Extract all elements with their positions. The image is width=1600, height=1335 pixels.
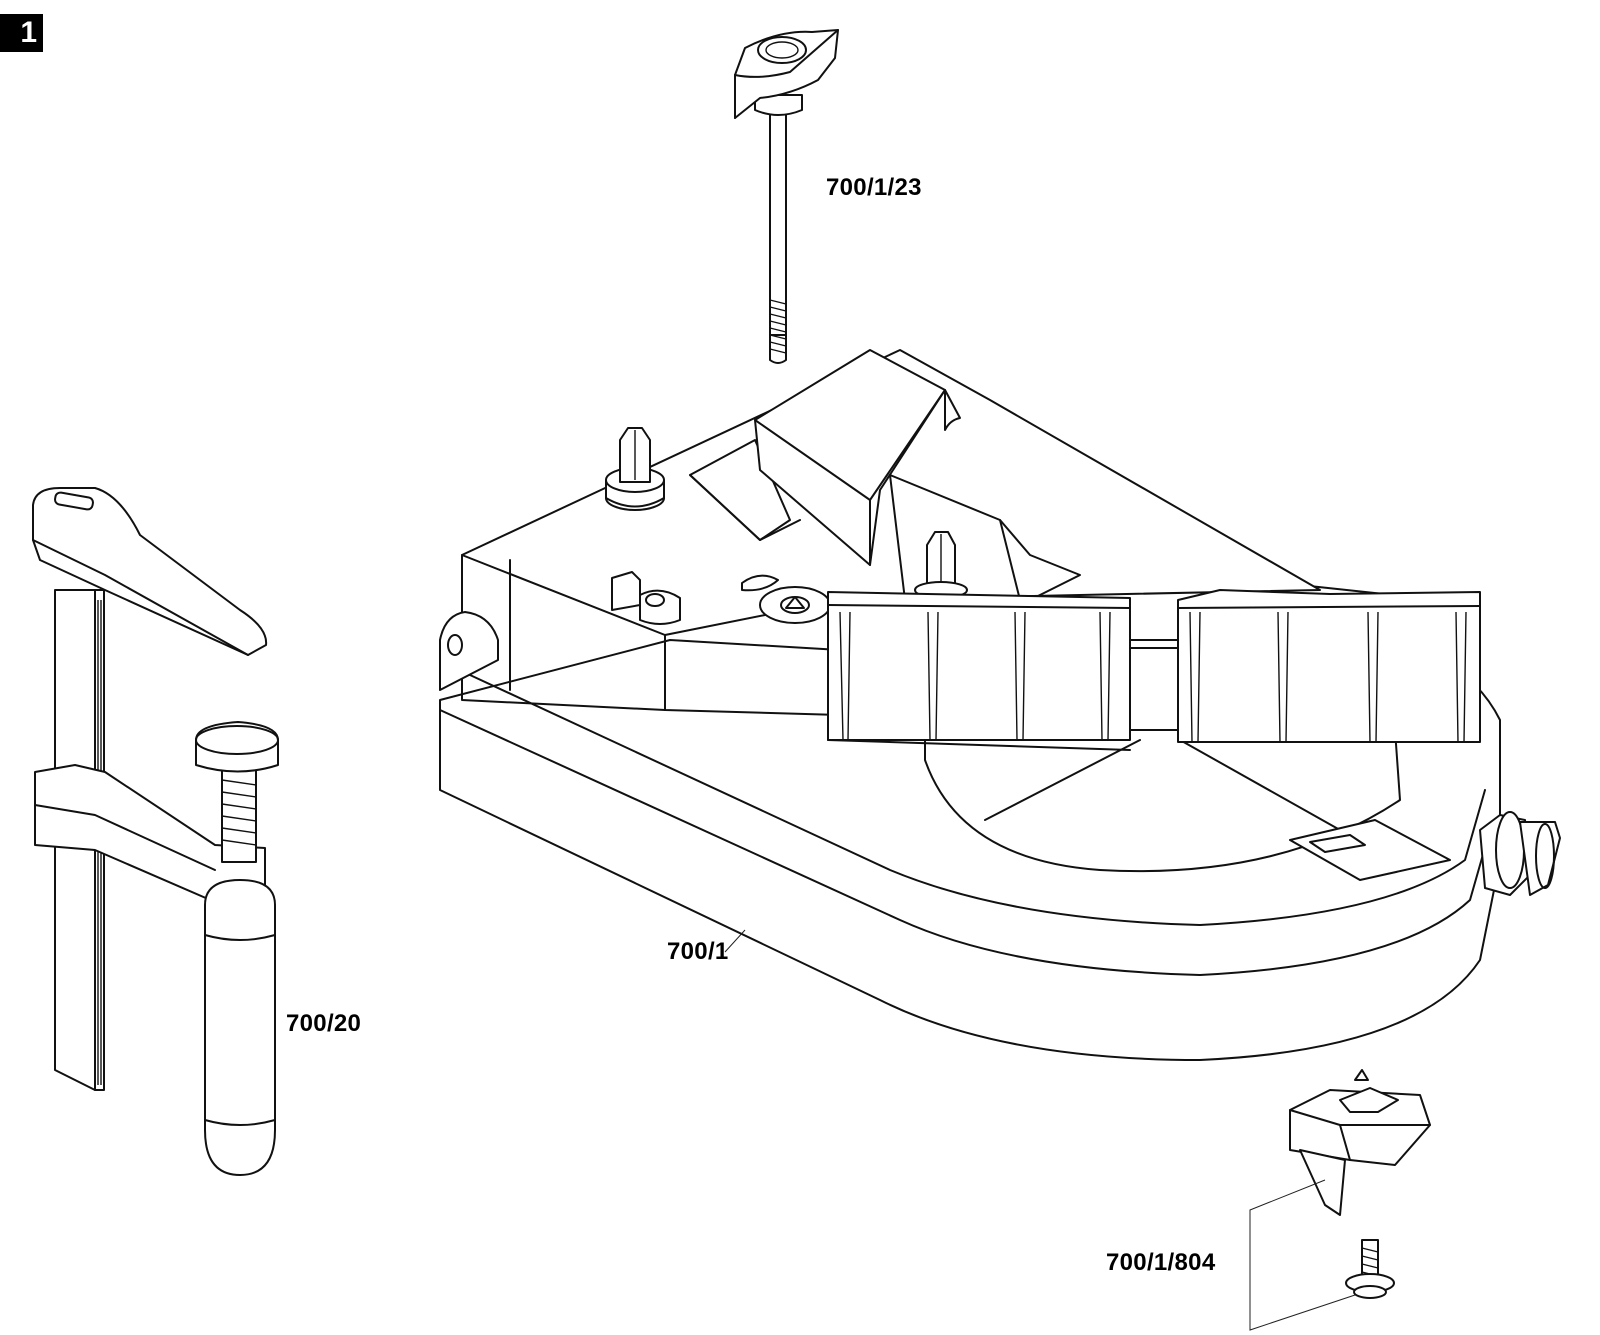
figure-number-badge: 1 [0,14,43,52]
clamp-part [32,487,279,1176]
base-part-label: 700/1 [667,938,729,965]
base-leader-line [724,929,746,953]
figure-number: 1 [20,16,37,49]
bolt-part [734,29,839,364]
bolt-part-label: 700/1/23 [826,174,922,201]
stop-part-label: 700/1/804 [1106,1249,1216,1276]
clamp-part-label: 700/20 [286,1010,362,1037]
stop-part [1289,1069,1431,1299]
stop-leader-line [1249,1179,1356,1331]
base-part [439,349,1561,1061]
